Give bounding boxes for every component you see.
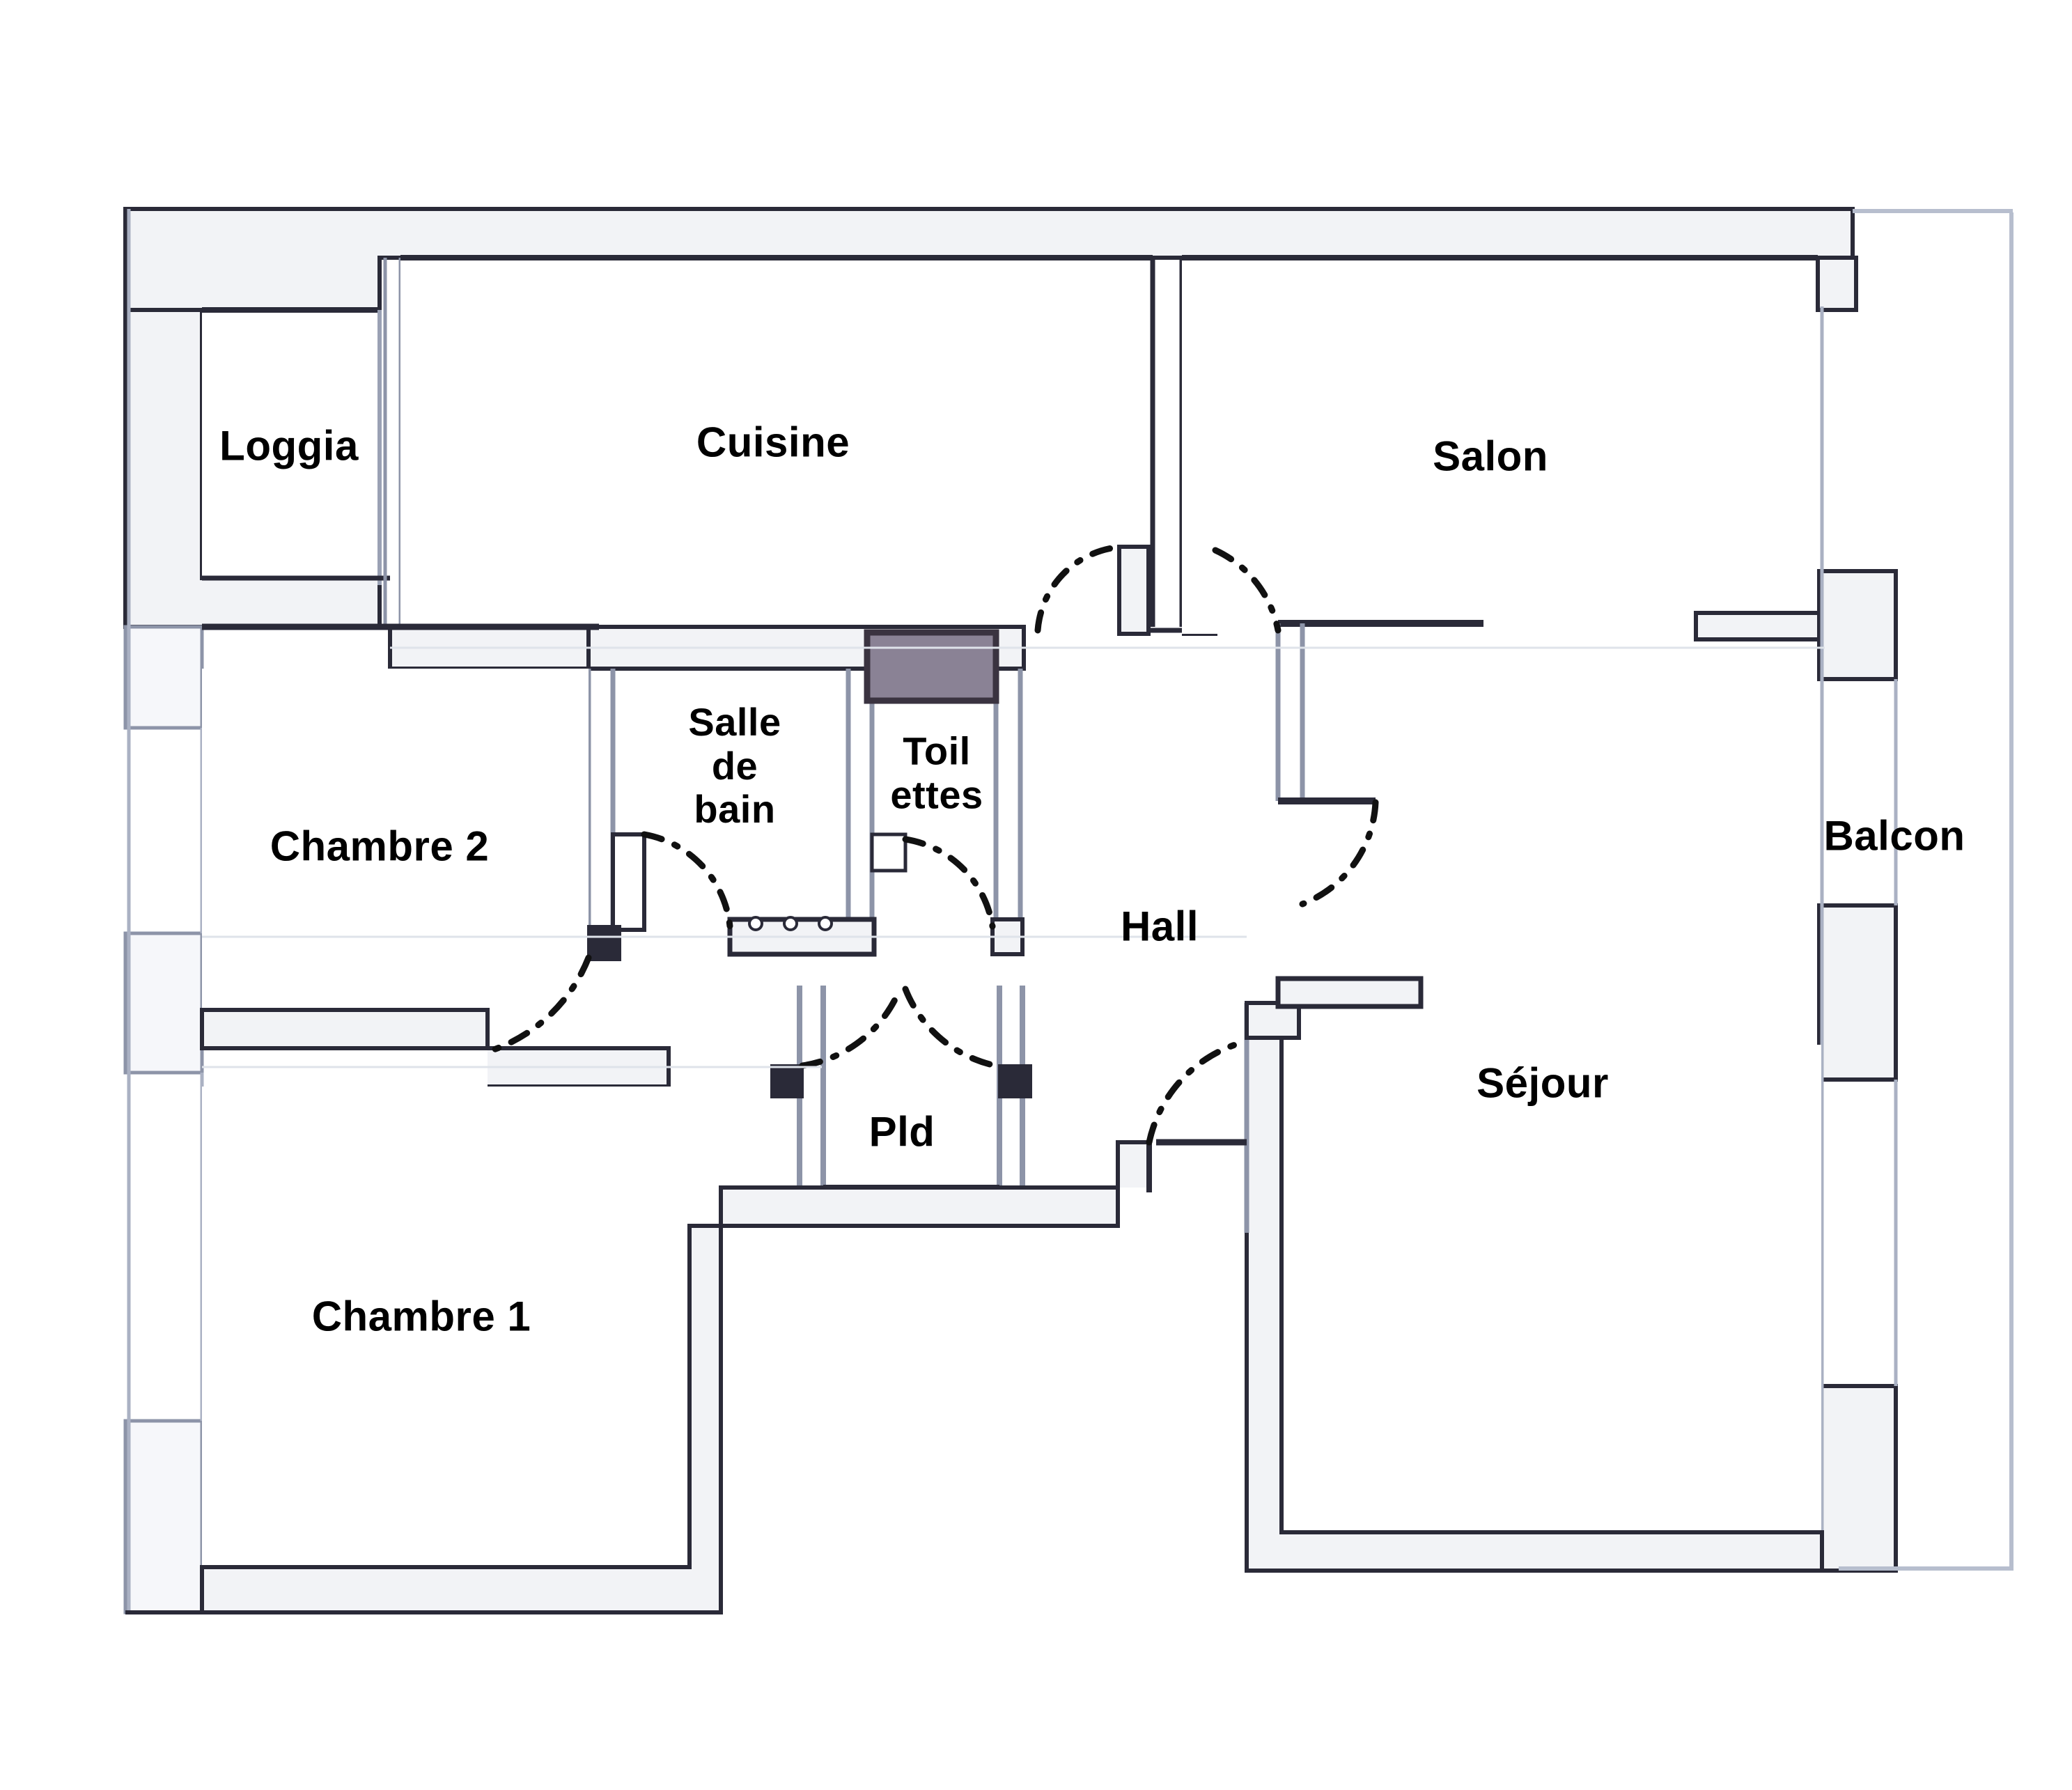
pld-closet xyxy=(770,986,1032,1190)
door-arc-chambre-2 xyxy=(484,954,592,1055)
left-outer-wall xyxy=(123,625,204,1614)
loggia-room xyxy=(202,307,390,585)
door-swing-arcs xyxy=(484,543,1379,1146)
sejour-room xyxy=(1146,1001,1824,1573)
door-arc-toilettes xyxy=(902,836,996,930)
door-arc-salon xyxy=(1212,547,1282,634)
right-wall-thin-line xyxy=(1820,306,1898,1571)
chambre-2-room xyxy=(200,623,671,1089)
construction-hairlines xyxy=(202,646,1825,1068)
corridor-south-wall xyxy=(719,1140,1151,1228)
door-arc-cuisine xyxy=(1034,543,1127,634)
balcon-outer-edge xyxy=(1839,209,2013,1571)
hall-sejour-jamb xyxy=(1275,976,1424,1009)
chambre-1-room xyxy=(125,1087,901,1614)
door-arc-hall-sejour xyxy=(1299,799,1379,908)
door-arc-salle-de-bain xyxy=(641,831,733,930)
salon-room xyxy=(1182,255,1819,804)
salon-balcony-jamb xyxy=(1694,611,1823,641)
door-arc-pld-left xyxy=(799,986,903,1069)
cuisine-room xyxy=(388,255,1153,671)
gaine-technique-block xyxy=(864,629,999,704)
door-arc-sejour xyxy=(1146,1038,1250,1146)
door-arc-pld-right xyxy=(902,986,1006,1071)
